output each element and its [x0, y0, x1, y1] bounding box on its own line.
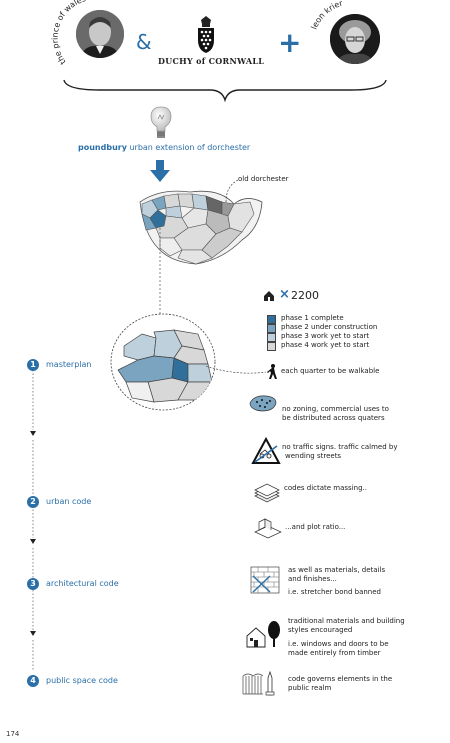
public-realm-icon: [242, 668, 282, 696]
masterplan-zoom-circle: [110, 313, 216, 411]
legend-label-phase-3: phase 3 work yet to start: [281, 332, 370, 340]
timber-note-2: made entirely from timber: [288, 649, 381, 657]
duchy-crest-icon: [195, 16, 217, 54]
code-number-1: 1: [27, 359, 39, 371]
walkable-leader: [205, 365, 267, 374]
house-icon: [264, 291, 274, 301]
brick-wall-icon: [250, 566, 280, 594]
page-title: poundbury urban extension of dorchester: [78, 143, 250, 152]
code-number-2: 2: [27, 496, 39, 508]
traditional-note-1: traditional materials and building: [288, 617, 405, 625]
traffic-note-1: no traffic signs. traffic calmed by: [282, 443, 398, 451]
left-timeline: [30, 370, 36, 670]
dorchester-map: [139, 190, 263, 265]
massing-blocks-icon: [254, 482, 280, 504]
traffic-sign-icon: [251, 436, 281, 464]
old-dorchester-label: old dorchester: [238, 175, 289, 183]
code-label-urban: urban code: [46, 497, 92, 506]
walkable-note: each quarter to be walkable: [281, 367, 380, 375]
legend-swatch-phase-2: [267, 324, 276, 333]
code-number-3: 3: [27, 578, 39, 590]
page-number: 174: [6, 730, 20, 738]
materials-note-2: and finishes...: [288, 575, 337, 583]
plot-ratio-note: ...and plot ratio...: [285, 523, 346, 531]
legend-swatch-phase-4: [267, 342, 276, 351]
plot-ratio-icon: [254, 518, 282, 540]
legend-label-phase-1: phase 1 complete: [281, 314, 344, 322]
code-label-architectural: architectural code: [46, 579, 119, 588]
leon-portrait: [330, 14, 380, 64]
materials-note-1: as well as materials, details: [288, 566, 386, 574]
legend-label-phase-4: phase 4 work yet to start: [281, 341, 370, 349]
zoning-map-icon: [248, 393, 278, 413]
legend-swatch-phase-1: [267, 315, 276, 324]
lightbulb-icon: [150, 106, 172, 140]
times-sign: ×: [279, 287, 290, 302]
duchy-label: DUCHY of CORNWALL: [158, 56, 265, 66]
code-label-masterplan: masterplan: [46, 360, 92, 369]
public-note-1: code governs elements in the: [288, 675, 393, 683]
legend-label-phase-2: phase 2 under construction: [281, 323, 378, 331]
ampersand: &: [136, 30, 152, 54]
title-rest: urban extension of dorchester: [126, 143, 251, 152]
grouping-brace: [63, 79, 387, 103]
walking-person-icon: [267, 364, 279, 380]
down-arrow-icon: [150, 160, 170, 182]
house-tree-icon: [246, 620, 284, 648]
prince-portrait: [76, 10, 124, 58]
plus-sign: +: [278, 26, 302, 59]
title-poundbury: poundbury: [78, 143, 127, 152]
traffic-note-2: wending streets: [285, 452, 342, 460]
zoning-note-1: no zoning, commercial uses to: [282, 405, 389, 413]
code-label-public-space: public space code: [46, 676, 118, 685]
zoning-note-2: be distributed across quaters: [282, 414, 385, 422]
zoom-connector: [159, 228, 161, 316]
timber-note-1: i.e. windows and doors to be: [288, 640, 389, 648]
traditional-note-2: styles encouraged: [288, 626, 353, 634]
house-count: 2200: [291, 289, 319, 302]
public-note-2: public realm: [288, 684, 332, 692]
code-number-4: 4: [27, 675, 39, 687]
stretcher-note: i.e. stretcher bond banned: [288, 588, 381, 596]
massing-note: codes dictate massing..: [284, 484, 367, 492]
legend-swatch-phase-3: [267, 333, 276, 342]
